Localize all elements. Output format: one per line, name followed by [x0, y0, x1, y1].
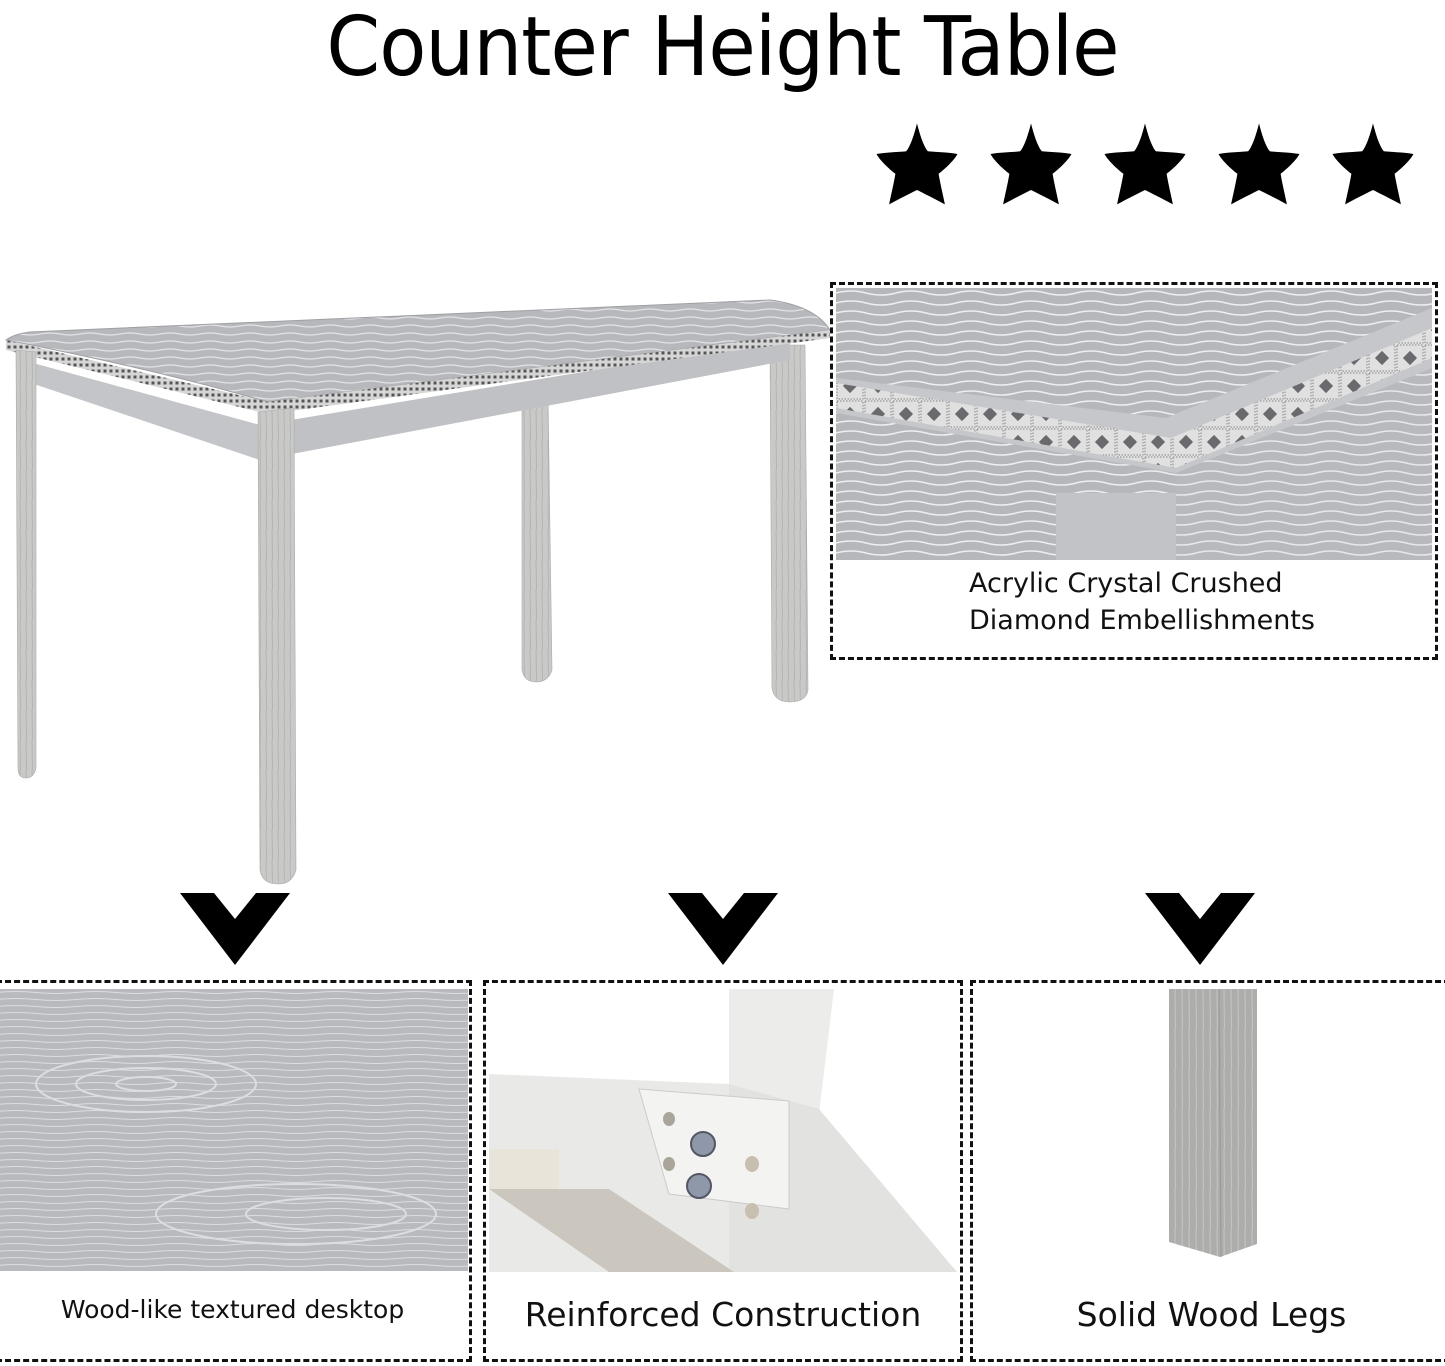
feature-row: Wood-like textured desktop Reinforced Co… — [0, 980, 1445, 1366]
feature-caption: Reinforced Construction — [524, 1295, 922, 1334]
feature-caption: Solid Wood Legs — [1076, 1295, 1347, 1334]
feature-caption: Wood-like textured desktop — [60, 1295, 405, 1324]
feature-panel-legs: Solid Wood Legs — [970, 980, 1445, 1362]
rating-stars — [872, 118, 1432, 208]
chevron-down-icon — [180, 893, 290, 965]
feature-panel-construction: Reinforced Construction — [483, 980, 963, 1362]
star-icon — [1104, 123, 1186, 205]
star-icon — [990, 123, 1072, 205]
star-icon — [1332, 123, 1414, 205]
chevron-down-icon — [1145, 893, 1255, 965]
bracket-photo — [489, 989, 957, 1272]
chevron-down-icon — [668, 893, 778, 965]
callout-caption: Acrylic Crystal Crushed Diamond Embellis… — [833, 565, 1435, 639]
crystal-edge-photo — [836, 288, 1432, 560]
table-product-image — [4, 299, 830, 885]
callout-caption-line1: Acrylic Crystal Crushed — [969, 568, 1283, 599]
star-icon — [876, 123, 958, 205]
star-icon — [1218, 123, 1300, 205]
page-title: Counter Height Table — [326, 0, 1119, 95]
crystal-detail-callout: Acrylic Crystal Crushed Diamond Embellis… — [830, 282, 1438, 660]
feature-panel-desktop: Wood-like textured desktop — [0, 980, 472, 1362]
wood-grain-photo — [0, 989, 468, 1271]
leg-photo — [983, 989, 1443, 1271]
callout-caption-line2: Diamond Embellishments — [969, 605, 1315, 636]
